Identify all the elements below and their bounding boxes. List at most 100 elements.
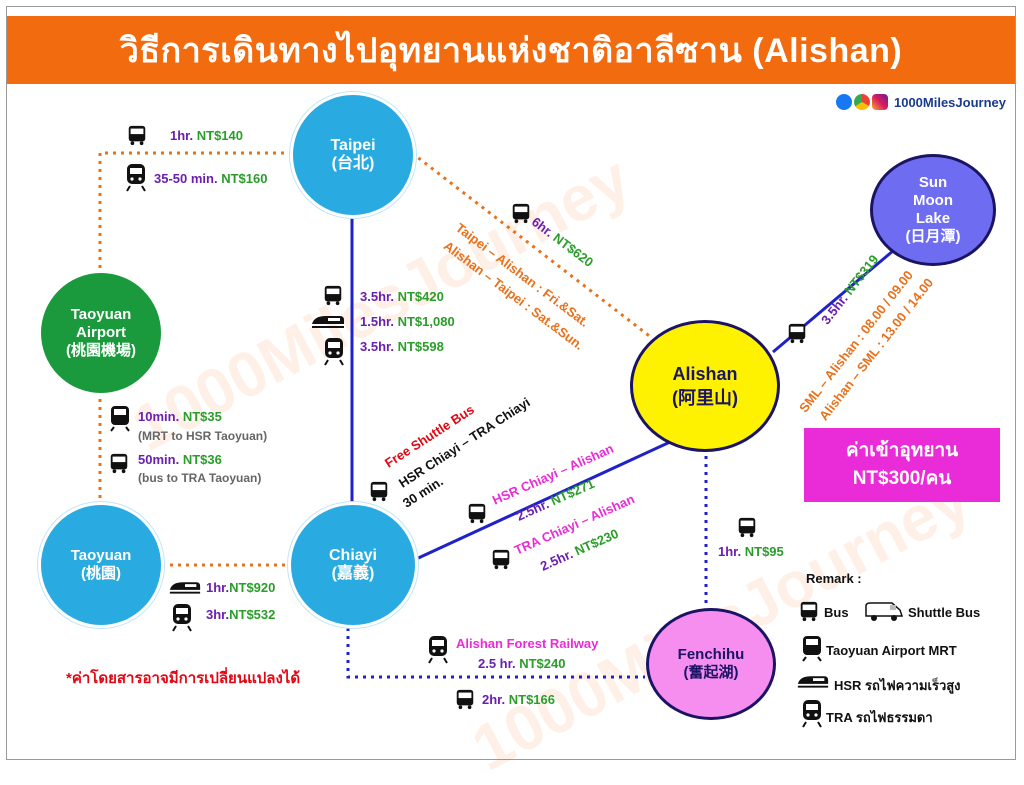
remark-title: Remark : (806, 571, 862, 586)
node-label: Lake (915, 210, 951, 227)
remark-shuttle-label: Shuttle Bus (908, 605, 981, 620)
route-label: 2hr. NT$166 (482, 692, 555, 707)
hsr-train-icon (169, 582, 201, 594)
route-price: NT$160 (221, 171, 268, 186)
route-time: 1hr. (718, 544, 742, 559)
chrome-icon (853, 94, 870, 110)
node-label: Chiayi (328, 547, 377, 564)
route-time: 1hr. (170, 128, 194, 143)
route-price: NT$598 (397, 339, 444, 354)
route-price: NT$36 (182, 452, 222, 467)
bus-icon (788, 323, 806, 344)
remark-hsr-label: HSR รถไฟความเร็วสูง (834, 678, 961, 693)
page-title: วิธีการเดินทางไปอุทยานแห่งชาติอาลีซาน (A… (119, 32, 903, 70)
diagram-frame (6, 6, 1016, 760)
route-time: 2.5 hr. (478, 656, 516, 671)
entrance-fee-box: ค่าเข้าอุทยาน NT$300/คน (804, 428, 1000, 502)
route-airport-taipei (98, 151, 290, 292)
mrt-train-icon (110, 406, 130, 432)
brand-name: 1000MilesJourney (893, 94, 1006, 110)
node-label: Sun (918, 174, 948, 191)
node-alishan: Alishan (阿里山) (630, 320, 780, 452)
route-label: 1.5hr. NT$1,080 (360, 314, 455, 329)
node-local-label: (日月潭) (905, 228, 961, 245)
title-banner: วิธีการเดินทางไปอุทยานแห่งชาติอาลีซาน (A… (7, 16, 1015, 84)
remark-tra-label: TRA รถไฟธรรมดา (826, 710, 933, 725)
route-label: 1hr.NT$920 (206, 580, 275, 595)
route-label: 10min. NT$35 (138, 409, 222, 424)
node-label: Alishan (672, 364, 738, 384)
bus-icon (492, 549, 510, 570)
node-label: Taoyuan (70, 306, 132, 323)
route-price: NT$420 (397, 289, 444, 304)
node-taoyuan-airport: Taoyuan Airport (桃園機場) (38, 270, 164, 396)
route-note: (MRT to HSR Taoyuan) (138, 429, 268, 443)
route-time: 1hr. (206, 580, 230, 595)
node-fenchihu: Fenchihu (奮起湖) (646, 608, 776, 720)
bus-icon (456, 689, 474, 710)
route-label: 3.5hr. NT$420 (360, 289, 444, 304)
node-label: Airport (76, 324, 126, 341)
route-time: 3.5hr. (360, 339, 394, 354)
train-icon (324, 338, 344, 366)
route-price: NT$140 (196, 128, 243, 143)
route-chiayi-fenchihu (346, 620, 645, 679)
route-chiayi-alishan (413, 440, 671, 562)
node-local-label: (阿里山) (672, 388, 738, 408)
instagram-icon (871, 94, 888, 110)
route-price: NT$95 (744, 544, 784, 559)
route-price: NT$35 (182, 409, 222, 424)
node-label: Taipei (330, 137, 376, 154)
route-price: NT$532 (229, 607, 276, 622)
node-taoyuan: Taoyuan (桃園) (38, 502, 164, 628)
remark-mrt-label: Taoyuan Airport MRT (826, 643, 957, 658)
shuttle-van-icon (865, 602, 904, 621)
node-label: Fenchihu (677, 646, 745, 663)
train-icon (428, 636, 448, 664)
bus-icon (468, 503, 486, 524)
hsr-train-icon (797, 676, 829, 688)
route-time: 3hr. (206, 607, 230, 622)
bus-icon (738, 517, 756, 538)
route-label: 50min. NT$36 (138, 452, 222, 467)
bus-icon (512, 203, 530, 224)
bus-icon (370, 481, 388, 502)
fare-change-note: *ค่าโดยสารอาจมีการเปลี่ยนแปลงได้ (66, 670, 301, 687)
mrt-train-icon (802, 636, 822, 662)
node-label: Taoyuan (70, 547, 132, 564)
route-time: 3.5hr. (360, 289, 394, 304)
brand-block: 1000MilesJourney (835, 94, 1006, 110)
route-label: 2.5 hr. NT$240 (478, 656, 565, 671)
train-icon (802, 700, 822, 728)
route-time: 10min. (138, 409, 180, 424)
route-price: NT$1,080 (397, 314, 455, 329)
route-price: NT$240 (519, 656, 566, 671)
route-label: 3hr.NT$532 (206, 607, 275, 622)
entrance-fee-price: NT$300/คน (852, 468, 952, 489)
node-label: Moon (913, 192, 953, 209)
route-price: NT$166 (508, 692, 555, 707)
route-time: 35-50 min. (154, 171, 218, 186)
route-label: 1hr. NT$95 (718, 544, 784, 559)
route-time: 2hr. (482, 692, 506, 707)
route-name: Alishan Forest Railway (456, 636, 599, 651)
node-local-label: (桃園) (81, 565, 121, 582)
route-label: 35-50 min. NT$160 (154, 171, 267, 186)
remark-bus-label: Bus (824, 605, 849, 620)
bus-icon (110, 453, 128, 474)
train-icon (126, 164, 146, 192)
route-price: NT$920 (229, 580, 276, 595)
train-icon (172, 604, 192, 632)
route-note: (bus to TRA Taoyuan) (138, 471, 262, 485)
route-time: 50min. (138, 452, 180, 467)
node-local-label: (嘉義) (331, 565, 375, 582)
route-label: 1hr. NT$140 (170, 128, 243, 143)
node-local-label: (桃園機場) (66, 342, 136, 359)
route-label: 3.5hr. NT$598 (360, 339, 444, 354)
hsr-train-icon (312, 316, 344, 328)
bus-icon (800, 601, 818, 622)
node-sun-moon-lake: Sun Moon Lake (日月潭) (870, 154, 996, 266)
node-local-label: (奮起湖) (683, 664, 739, 681)
node-chiayi: Chiayi (嘉義) (288, 502, 418, 628)
node-taipei: Taipei (台北) (290, 92, 416, 218)
